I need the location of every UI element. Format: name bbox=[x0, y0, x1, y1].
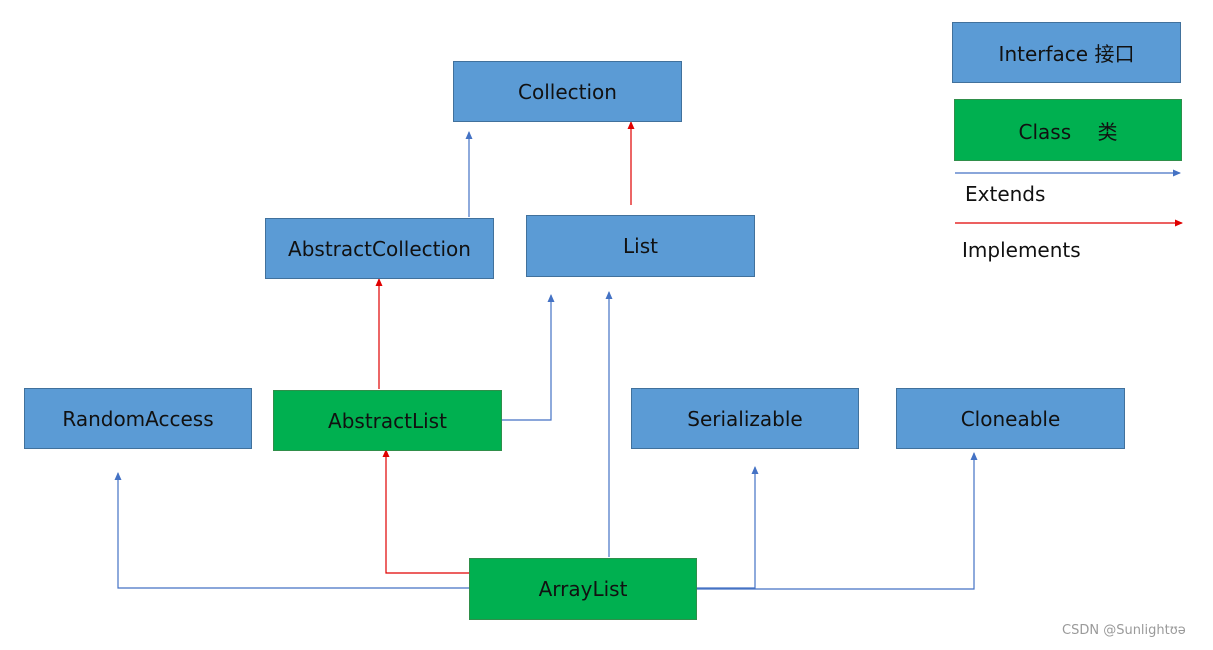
node-serializable: Serializable bbox=[631, 388, 859, 449]
node-cloneable-label: Cloneable bbox=[960, 406, 1061, 431]
legend-extends-label: Extends bbox=[965, 182, 1046, 206]
node-abstract-list-label: AbstractList bbox=[328, 408, 447, 433]
edge-arraylist-to-randomaccess bbox=[114, 472, 469, 589]
edge-abstractlist-to-list bbox=[502, 294, 555, 421]
node-serializable-label: Serializable bbox=[687, 406, 803, 431]
edge-arraylist-to-cloneable bbox=[697, 452, 978, 590]
node-list-label: List bbox=[623, 234, 658, 258]
node-abstract-collection: AbstractCollection bbox=[265, 218, 494, 279]
edge-arraylist-to-abstractlist bbox=[382, 449, 469, 574]
legend-class-label: Class 类 bbox=[1018, 119, 1118, 144]
node-abstract-list: AbstractList bbox=[273, 390, 502, 451]
edge-arraylist-to-serializable bbox=[697, 466, 759, 589]
node-list: List bbox=[526, 215, 755, 277]
node-abstract-collection-label: AbstractCollection bbox=[288, 236, 471, 261]
node-array-list-label: ArrayList bbox=[538, 577, 628, 601]
node-collection: Collection bbox=[453, 61, 682, 122]
watermark: CSDN @Sunlightʊə bbox=[1062, 623, 1186, 638]
node-random-access: RandomAccess bbox=[24, 388, 252, 449]
node-array-list: ArrayList bbox=[469, 558, 697, 620]
node-random-access-label: RandomAccess bbox=[62, 406, 214, 431]
node-cloneable: Cloneable bbox=[896, 388, 1125, 449]
legend-class-box: Class 类 bbox=[954, 99, 1182, 161]
legend-interface-label: Interface 接口 bbox=[998, 42, 1135, 66]
legend-interface-box: Interface 接口 bbox=[952, 22, 1181, 83]
node-collection-label: Collection bbox=[518, 79, 617, 104]
legend-implements-label: Implements bbox=[962, 238, 1081, 262]
